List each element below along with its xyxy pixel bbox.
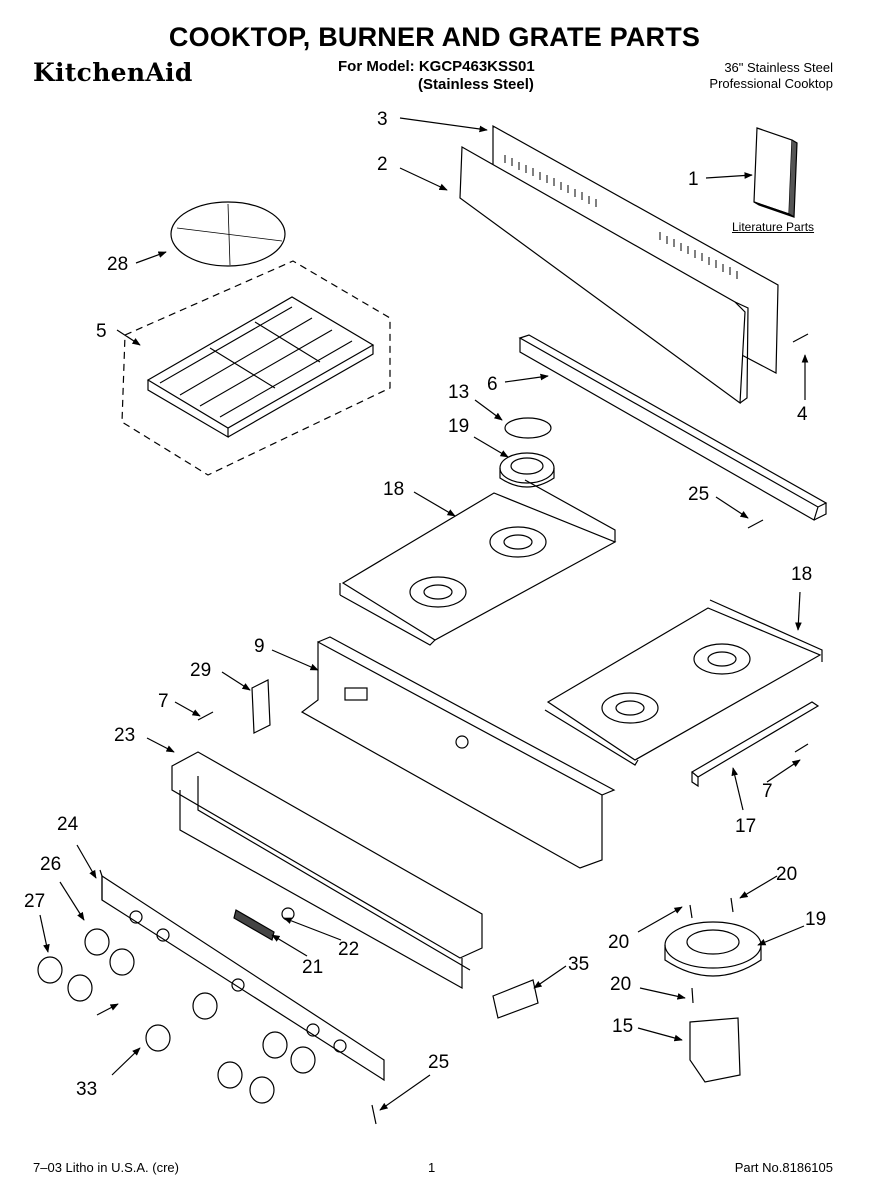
footer-page-number: 1 <box>428 1160 436 1175</box>
callout-1: 1 <box>688 169 699 190</box>
callout-7-left: 7 <box>158 691 169 712</box>
callout-23: 23 <box>114 725 135 746</box>
callout-20-left: 20 <box>608 932 629 953</box>
literature-parts-label: Literature Parts <box>732 220 815 234</box>
callout-33: 33 <box>76 1079 97 1100</box>
large-burner <box>664 921 762 977</box>
callout-24: 24 <box>57 814 79 835</box>
callout-19-right: 19 <box>805 909 826 930</box>
switch-bracket <box>251 679 271 734</box>
callout-2: 2 <box>377 154 388 175</box>
burner-cap <box>504 417 552 439</box>
control-panel-frame <box>171 751 483 990</box>
page-title: COOKTOP, BURNER AND GRATE PARTS <box>168 22 701 52</box>
callout-18-right: 18 <box>791 564 812 585</box>
callout-27: 27 <box>24 891 45 912</box>
callout-18-left: 18 <box>383 479 404 500</box>
product-description: 36" Stainless Steel Professional Cooktop <box>709 60 833 92</box>
grate-dashed-outline <box>121 260 391 476</box>
callout-20-lower: 20 <box>610 974 631 995</box>
callout-7-right: 7 <box>762 781 773 802</box>
model-finish: (Stainless Steel) <box>418 76 534 93</box>
knob-panel <box>99 869 385 1082</box>
brand-logo: KitchenAid <box>33 58 193 87</box>
control-knobs <box>37 928 316 1104</box>
callout-4: 4 <box>797 404 808 425</box>
callout-25-upper: 25 <box>688 484 709 505</box>
trim-strip <box>690 701 820 788</box>
callout-labels: 3 2 1 4 5 6 28 13 19 18 25 18 9 29 7 23 … <box>24 109 826 1100</box>
callout-28: 28 <box>107 254 128 275</box>
callout-25-lower: 25 <box>428 1052 449 1073</box>
burner-grate <box>146 296 375 439</box>
callout-3: 3 <box>377 109 388 130</box>
description-line-1: 36" Stainless Steel <box>724 60 833 75</box>
burner-tray-right <box>544 599 823 766</box>
callout-26: 26 <box>40 854 61 875</box>
callout-17: 17 <box>735 816 756 837</box>
callout-29: 29 <box>190 660 211 681</box>
top-burner-base <box>499 452 555 488</box>
callout-leaders <box>39 117 809 1111</box>
description-line-2: Professional Cooktop <box>709 76 833 91</box>
spark-module <box>492 979 539 1019</box>
burner-tray-left <box>339 479 617 646</box>
backguard-front-panel <box>459 145 749 405</box>
callout-35: 35 <box>568 954 589 975</box>
badge-and-clip <box>233 907 295 941</box>
callout-5: 5 <box>96 321 107 342</box>
callout-15: 15 <box>612 1016 633 1037</box>
callout-9: 9 <box>254 636 265 657</box>
model-number: For Model: KGCP463KSS01 <box>338 58 535 75</box>
manifold-panel <box>300 636 616 869</box>
burner-valve <box>689 1017 741 1083</box>
footer-part-number: Part No.8186105 <box>734 1160 833 1175</box>
callout-19-top: 19 <box>448 416 469 437</box>
callout-6: 6 <box>487 374 498 395</box>
burner-rail <box>518 334 828 521</box>
model-info: For Model: KGCP463KSS01 (Stainless Steel… <box>338 58 535 94</box>
callout-20-upper: 20 <box>776 864 797 885</box>
callout-22: 22 <box>338 939 359 960</box>
screws <box>197 333 809 1125</box>
callout-13: 13 <box>448 382 469 403</box>
footer-litho: 7–03 Litho in U.S.A. (cre) <box>33 1160 179 1175</box>
literature-booklet <box>753 127 798 219</box>
callout-21: 21 <box>302 957 323 978</box>
